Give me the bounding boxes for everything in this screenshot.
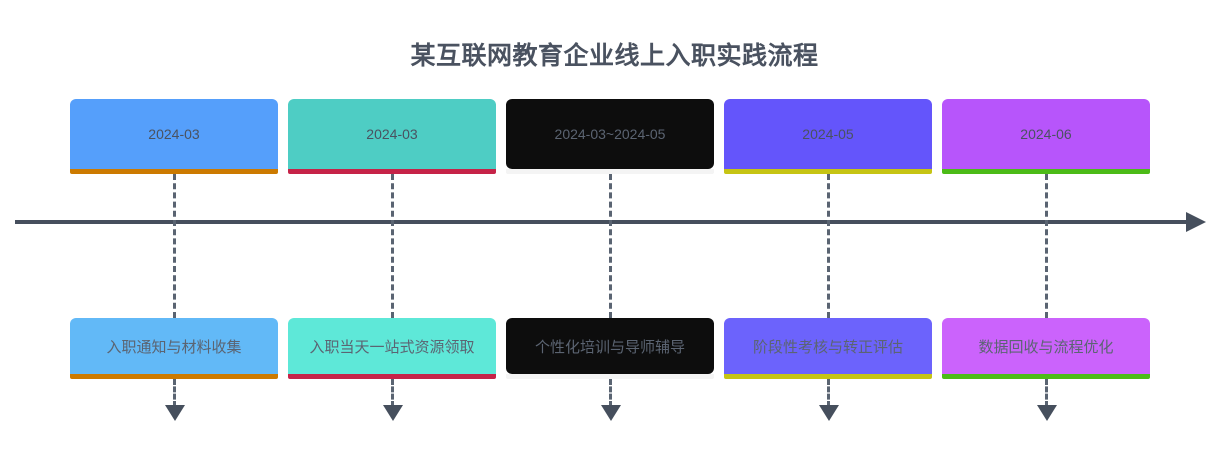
- milestone-label-card[interactable]: 数据回收与流程优化: [942, 318, 1150, 374]
- milestone-label-card[interactable]: 入职通知与材料收集: [70, 318, 278, 374]
- milestone-connector-upper: [391, 174, 394, 318]
- milestone-label-text: 入职通知与材料收集: [106, 338, 242, 356]
- milestone-group: 2024-03 入职通知与材料收集: [70, 0, 278, 470]
- milestone-label-text: 数据回收与流程优化: [978, 338, 1114, 356]
- milestone-label-accent-bar: [942, 374, 1150, 379]
- milestone-connector-lower: [827, 379, 830, 407]
- milestone-date-card[interactable]: 2024-03~2024-05: [506, 99, 714, 169]
- milestone-group: 2024-03 入职当天一站式资源领取: [288, 0, 496, 470]
- milestone-label-text: 阶段性考核与转正评估: [752, 338, 903, 356]
- milestone-connector-upper: [827, 174, 830, 318]
- timeline-axis-arrow-icon: [1186, 212, 1206, 232]
- milestone-date-accent-bar: [506, 169, 714, 174]
- milestone-label-accent-bar: [70, 374, 278, 379]
- milestone-label-accent-bar: [724, 374, 932, 379]
- milestone-date-accent-bar: [70, 169, 278, 174]
- milestone-date-accent-bar: [942, 169, 1150, 174]
- milestone-connector-lower: [173, 379, 176, 407]
- milestone-date-label: 2024-03: [148, 126, 200, 142]
- milestone-date-accent-bar: [724, 169, 932, 174]
- milestone-connector-lower: [609, 379, 612, 407]
- milestone-label-accent-bar: [506, 374, 714, 379]
- milestone-label-card[interactable]: 个性化培训与导师辅导: [506, 318, 714, 374]
- milestone-date-card[interactable]: 2024-03: [70, 99, 278, 169]
- timeline-axis-line: [15, 220, 1195, 224]
- milestone-arrow-down-icon: [601, 405, 621, 421]
- milestone-date-card[interactable]: 2024-05: [724, 99, 932, 169]
- milestone-connector-lower: [1045, 379, 1048, 407]
- milestone-label-accent-bar: [288, 374, 496, 379]
- milestone-connector-upper: [609, 174, 612, 318]
- milestone-label-card[interactable]: 入职当天一站式资源领取: [288, 318, 496, 374]
- milestone-arrow-down-icon: [383, 405, 403, 421]
- milestone-date-label: 2024-03~2024-05: [554, 126, 666, 142]
- milestone-date-label: 2024-05: [802, 126, 854, 142]
- milestone-date-label: 2024-06: [1020, 126, 1072, 142]
- milestone-date-accent-bar: [288, 169, 496, 174]
- milestone-date-label: 2024-03: [366, 126, 418, 142]
- milestone-arrow-down-icon: [1037, 405, 1057, 421]
- milestone-label-card[interactable]: 阶段性考核与转正评估: [724, 318, 932, 374]
- milestone-arrow-down-icon: [165, 405, 185, 421]
- milestone-connector-upper: [173, 174, 176, 318]
- milestone-connector-lower: [391, 379, 394, 407]
- milestone-group: 2024-05 阶段性考核与转正评估: [724, 0, 932, 470]
- milestone-date-card[interactable]: 2024-03: [288, 99, 496, 169]
- milestone-group: 2024-06 数据回收与流程优化: [942, 0, 1150, 470]
- milestone-label-text: 入职当天一站式资源领取: [309, 338, 475, 356]
- page-title: 某互联网教育企业线上入职实践流程: [410, 42, 819, 70]
- milestone-label-text: 个性化培训与导师辅导: [534, 338, 685, 356]
- milestone-arrow-down-icon: [819, 405, 839, 421]
- milestone-date-card[interactable]: 2024-06: [942, 99, 1150, 169]
- milestone-connector-upper: [1045, 174, 1048, 318]
- milestone-group: 2024-03~2024-05 个性化培训与导师辅导: [506, 0, 714, 470]
